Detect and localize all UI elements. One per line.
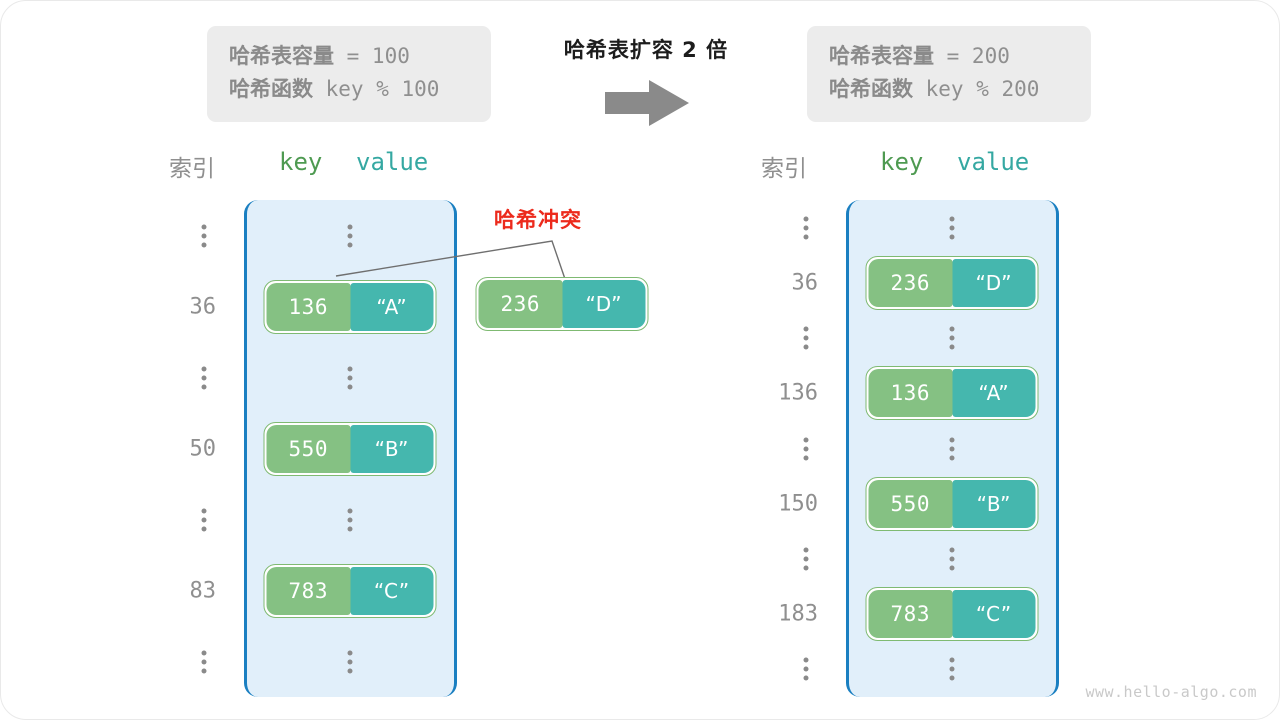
index-label: 50: [189, 436, 217, 461]
bucket-ellipsis: [347, 650, 353, 673]
index-label: 36: [791, 270, 819, 296]
value-cell: “A”: [350, 282, 434, 331]
bucket-ellipsis: [949, 326, 955, 350]
bucket-ellipsis: [949, 547, 955, 571]
bucket-ellipsis: [347, 224, 353, 247]
key-cell: 136: [266, 282, 350, 331]
value-cell: “D”: [952, 258, 1036, 307]
info-box-after: 哈希表容量 = 200 哈希函数 key % 200: [807, 26, 1091, 122]
collision-pair-cell: 236 “D”: [475, 277, 649, 331]
function-line-after: 哈希函数 key % 200: [829, 73, 1069, 106]
info-box-before: 哈希表容量 = 100 哈希函数 key % 100: [207, 26, 491, 122]
bucket-ellipsis: [949, 216, 955, 240]
key-value-pair: 783“C”: [865, 587, 1039, 642]
capacity-line-before: 哈希表容量 = 100: [229, 40, 469, 73]
key-value-pair: 550“B”: [263, 421, 437, 476]
bucket-ellipsis: [949, 437, 955, 460]
function-label: 哈希函数: [829, 77, 913, 101]
capacity-label: 哈希表容量: [829, 44, 934, 68]
bucket-ellipsis: [949, 657, 955, 681]
index-label: 183: [778, 601, 818, 627]
key-cell: 136: [868, 369, 952, 418]
function-expr: key % 100: [313, 77, 440, 101]
capacity-line-after: 哈希表容量 = 200: [829, 40, 1069, 73]
key-value-pair: 783“C”: [263, 563, 437, 618]
left-head-key: key: [279, 148, 323, 176]
key-cell: 550: [868, 479, 952, 528]
index-label: 136: [778, 380, 818, 406]
index-ellipsis: [201, 366, 207, 389]
index-label: 150: [778, 491, 818, 517]
collision-key: 236: [478, 280, 562, 328]
capacity-label: 哈希表容量: [229, 44, 334, 68]
value-cell: “B”: [952, 479, 1036, 528]
capacity-expr: = 100: [334, 44, 410, 68]
function-label: 哈希函数: [229, 77, 313, 101]
index-ellipsis: [201, 650, 207, 673]
index-ellipsis: [201, 224, 207, 247]
value-cell: “C”: [952, 590, 1036, 639]
key-cell: 783: [868, 590, 952, 639]
index-ellipsis: [803, 216, 809, 240]
index-label: 36: [189, 294, 217, 319]
key-value-pair: 550“B”: [865, 476, 1039, 531]
key-cell: 783: [266, 566, 350, 615]
index-ellipsis: [803, 326, 809, 350]
index-label: 83: [189, 578, 217, 603]
index-ellipsis: [201, 508, 207, 531]
function-expr: key % 200: [913, 77, 1040, 101]
function-line-before: 哈希函数 key % 100: [229, 73, 469, 106]
key-value-pair: 236“D”: [865, 255, 1039, 310]
key-cell: 236: [868, 258, 952, 307]
left-head-index: 索引: [169, 156, 215, 182]
collision-value: “D”: [562, 280, 646, 328]
expand-title: 哈希表扩容 2 倍: [563, 38, 729, 62]
index-ellipsis: [803, 657, 809, 681]
collision-label: 哈希冲突: [494, 208, 582, 232]
watermark: www.hello-algo.com: [1085, 683, 1257, 701]
key-value-pair: 136“A”: [263, 279, 437, 334]
capacity-expr: = 200: [934, 44, 1010, 68]
bucket-ellipsis: [347, 508, 353, 531]
right-head-index: 索引: [761, 156, 807, 182]
right-head-key: key: [880, 148, 924, 176]
index-ellipsis: [803, 547, 809, 571]
bucket-ellipsis: [347, 366, 353, 389]
key-value-pair: 136“A”: [865, 366, 1039, 421]
value-cell: “C”: [350, 566, 434, 615]
right-head-value: value: [957, 148, 1030, 176]
left-head-value: value: [356, 148, 429, 176]
key-cell: 550: [266, 424, 350, 473]
value-cell: “B”: [350, 424, 434, 473]
right-arrow-icon: [605, 80, 689, 126]
value-cell: “A”: [952, 369, 1036, 418]
index-ellipsis: [803, 437, 809, 460]
